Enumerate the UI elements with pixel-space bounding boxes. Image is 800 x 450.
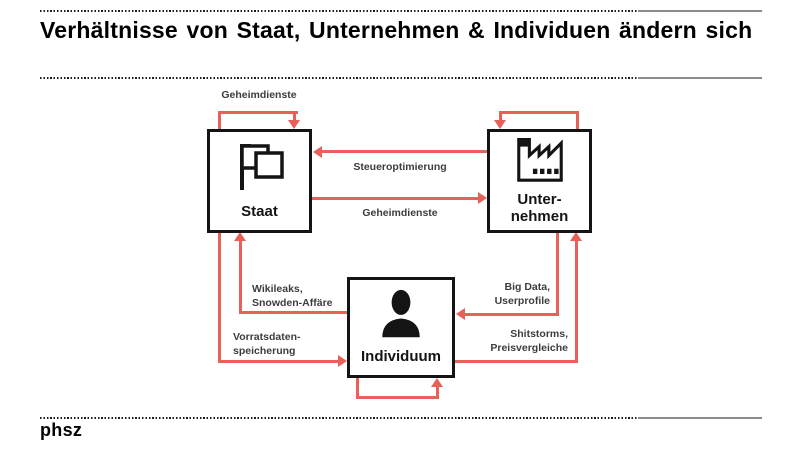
edge-bigdata-label-line1: Big Data, [504, 281, 550, 293]
title-rule-dotted-segment [40, 77, 638, 79]
edge-individuum-self-bottom-segment [356, 396, 439, 399]
edge-staat-self-left-leg [218, 111, 221, 130]
edge-wikileaks-h-segment [239, 311, 347, 314]
top-rule-solid-segment [638, 10, 762, 12]
edge-wikileaks-label-line2: Snowden-Affäre [252, 297, 333, 310]
node-staat-label: Staat [241, 202, 278, 220]
edge-shitstorms-arrowhead [570, 232, 582, 241]
edge-bigdata-label-line2: Userprofile [494, 295, 550, 308]
footer-rule-dotted-segment [40, 417, 638, 419]
edge-wikileaks-arrowhead [234, 232, 246, 241]
edge-unternehmen-self-right-leg [576, 111, 579, 130]
node-individuum-label: Individuum [361, 348, 441, 366]
edge-bigdata-h-segment [465, 313, 559, 316]
node-staat: Staat [207, 129, 312, 233]
flag-icon [231, 142, 289, 199]
edge-bigdata-label: Big Data, Userprofile [458, 280, 550, 309]
footer-rule-solid-segment [638, 417, 762, 419]
edge-individuum-self-right-leg [436, 387, 439, 397]
edge-vorratsdaten-v-segment [218, 233, 221, 363]
edge-vorratsdaten-h-segment [218, 360, 338, 363]
edge-geheimdienste-mid-label: Geheimdienste [362, 207, 438, 219]
edge-steueroptimierung-arrowhead [313, 146, 322, 158]
title-rule-solid-segment [638, 77, 762, 79]
edge-staat-self-right-leg [293, 111, 296, 121]
edge-shitstorms-h-segment [455, 360, 578, 363]
factory-icon [511, 136, 569, 187]
edge-shitstorms-v-segment [575, 241, 578, 363]
edge-shitstorms-label-line2: Preisvergleiche [490, 342, 568, 355]
page-title: Verhältnisse von Staat, Unternehmen & In… [40, 17, 753, 43]
edge-wikileaks-v-segment [239, 241, 242, 314]
footer-rule [40, 417, 762, 419]
edge-geheimdienste-mid-arrowhead [478, 192, 487, 204]
edge-staat-self-arrowhead [288, 120, 300, 129]
edge-geheimdienste-mid-line [312, 197, 478, 200]
edge-shitstorms-label-line1: Shitstorms, [510, 328, 568, 340]
edge-staat-self-top-segment [218, 111, 298, 114]
edge-steueroptimierung-label: Steueroptimierung [353, 161, 447, 173]
top-rule-dotted-segment [40, 10, 638, 12]
edge-staat-self-label: Geheimdienste [221, 89, 297, 101]
edge-shitstorms-label: Shitstorms, Preisvergleiche [460, 327, 568, 356]
node-unternehmen-label-line2: nehmen [510, 208, 569, 225]
edge-unternehmen-self-arrowhead [494, 120, 506, 129]
person-icon [378, 289, 424, 344]
node-unternehmen-label-line1: Unter- [517, 191, 562, 209]
edge-individuum-self-arrowhead [431, 378, 443, 387]
node-unternehmen-label: Unter- nehmen [510, 191, 569, 226]
edge-vorratsdaten-label-line2: speicherung [233, 345, 296, 358]
edge-vorratsdaten-label-line1: Vorratsdaten- [233, 331, 301, 343]
node-individuum: Individuum [347, 277, 455, 378]
edge-wikileaks-label: Wikileaks, Snowden-Affäre [252, 282, 333, 311]
edge-unternehmen-self-top-segment [499, 111, 579, 114]
edge-unternehmen-self-left-leg [499, 111, 502, 121]
top-rule [40, 10, 762, 12]
edge-individuum-self-left-leg [356, 378, 359, 399]
edge-steueroptimierung-line [322, 150, 487, 153]
edge-vorratsdaten-arrowhead [338, 355, 347, 367]
title-rule [40, 77, 762, 79]
edge-vorratsdaten-label: Vorratsdaten- speicherung [233, 330, 301, 359]
node-unternehmen: Unter- nehmen [487, 129, 592, 233]
edge-wikileaks-label-line1: Wikileaks, [252, 283, 303, 295]
edge-bigdata-arrowhead [456, 308, 465, 320]
edge-bigdata-v-segment [556, 233, 559, 314]
phsz-logo: phsz [40, 420, 83, 440]
